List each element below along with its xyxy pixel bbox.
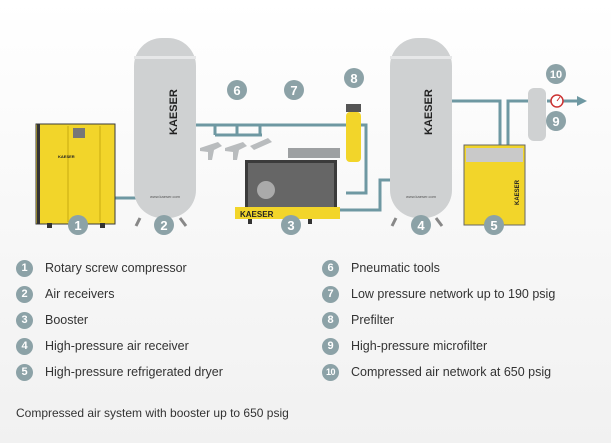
legend-item: 3 Booster [16, 310, 88, 330]
legend-item: 6 Pneumatic tools [322, 258, 440, 278]
svg-text:8: 8 [350, 71, 357, 86]
legend-label: Compressed air network at 650 psig [351, 365, 552, 379]
svg-text:7: 7 [290, 83, 297, 98]
booster: KAESER [235, 148, 340, 224]
rotary-screw-compressor: KAESER [35, 123, 116, 228]
tank-brand: KAESER [423, 89, 435, 135]
legend-label: Rotary screw compressor [45, 261, 187, 275]
legend-label: High-pressure microfilter [351, 339, 488, 353]
legend-badge: 7 [322, 285, 339, 303]
legend-label: Air receivers [45, 287, 115, 301]
pneumatic-tools [200, 138, 272, 160]
legend-item: 7 Low pressure network up to 190 psig [322, 284, 555, 304]
legend-item: 10 Compressed air network at 650 psig [322, 362, 551, 382]
diagram-markers: 1 2 3 4 5 6 7 8 9 10 [68, 64, 566, 235]
air-receiver-tank: KAESER www.kaeser.com [134, 38, 196, 227]
svg-text:5: 5 [490, 218, 497, 233]
pipes [115, 99, 578, 212]
booster-brand: KAESER [240, 210, 274, 219]
legend-label: Pneumatic tools [351, 261, 440, 275]
marker-5: 5 [484, 215, 504, 235]
legend-badge: 5 [16, 363, 33, 381]
svg-text:1: 1 [74, 218, 81, 233]
legend-item: 4 High-pressure air receiver [16, 336, 189, 356]
marker-10: 10 [546, 64, 566, 84]
legend-item: 1 Rotary screw compressor [16, 258, 187, 278]
dryer-brand: KAESER [515, 179, 521, 205]
outlet-arrow-icon [577, 96, 587, 106]
microfilter [528, 88, 546, 141]
legend-item: 9 High-pressure microfilter [322, 336, 487, 356]
legend-item: 2 Air receivers [16, 284, 114, 304]
refrigerated-dryer: KAESER [463, 144, 526, 226]
svg-text:9: 9 [552, 114, 559, 129]
marker-7: 7 [284, 80, 304, 100]
legend-label: High-pressure air receiver [45, 339, 189, 353]
tank-website: www.kaeser.com [150, 194, 181, 199]
compressed-air-system-diagram: KAESER KAESER www.kaeser.com KAESER KAE [35, 38, 587, 235]
prefilter [346, 104, 361, 162]
legend-badge: 8 [322, 311, 339, 329]
tank-website: www.kaeser.com [406, 194, 437, 199]
marker-6: 6 [227, 80, 247, 100]
compressor-brand: KAESER [58, 154, 75, 159]
svg-text:10: 10 [550, 69, 562, 81]
legend-badge: 6 [322, 259, 339, 277]
legend-badge: 10 [322, 363, 339, 381]
figure-caption: Compressed air system with booster up to… [16, 406, 289, 420]
legend-badge: 2 [16, 285, 33, 303]
marker-3: 3 [281, 215, 301, 235]
tank-brand: KAESER [168, 89, 180, 135]
legend-label: Low pressure network up to 190 psig [351, 287, 556, 301]
marker-8: 8 [344, 68, 364, 88]
marker-2: 2 [154, 215, 174, 235]
pressure-gauge-icon [550, 94, 564, 108]
svg-text:6: 6 [233, 83, 240, 98]
marker-1: 1 [68, 215, 88, 235]
legend-badge: 4 [16, 337, 33, 355]
high-pressure-air-receiver-tank: KAESER www.kaeser.com [390, 38, 452, 227]
svg-text:2: 2 [160, 218, 167, 233]
legend-badge: 3 [16, 311, 33, 329]
legend-badge: 9 [322, 337, 339, 355]
legend-label: Booster [45, 313, 89, 327]
svg-text:4: 4 [417, 218, 425, 233]
legend-badge: 1 [16, 259, 33, 277]
legend-label: High-pressure refrigerated dryer [45, 365, 223, 379]
legend-item: 8 Prefilter [322, 310, 394, 330]
svg-text:3: 3 [287, 218, 294, 233]
legend-item: 5 High-pressure refrigerated dryer [16, 362, 223, 382]
legend-label: Prefilter [351, 313, 395, 327]
marker-9: 9 [546, 111, 566, 131]
marker-4: 4 [411, 215, 431, 235]
